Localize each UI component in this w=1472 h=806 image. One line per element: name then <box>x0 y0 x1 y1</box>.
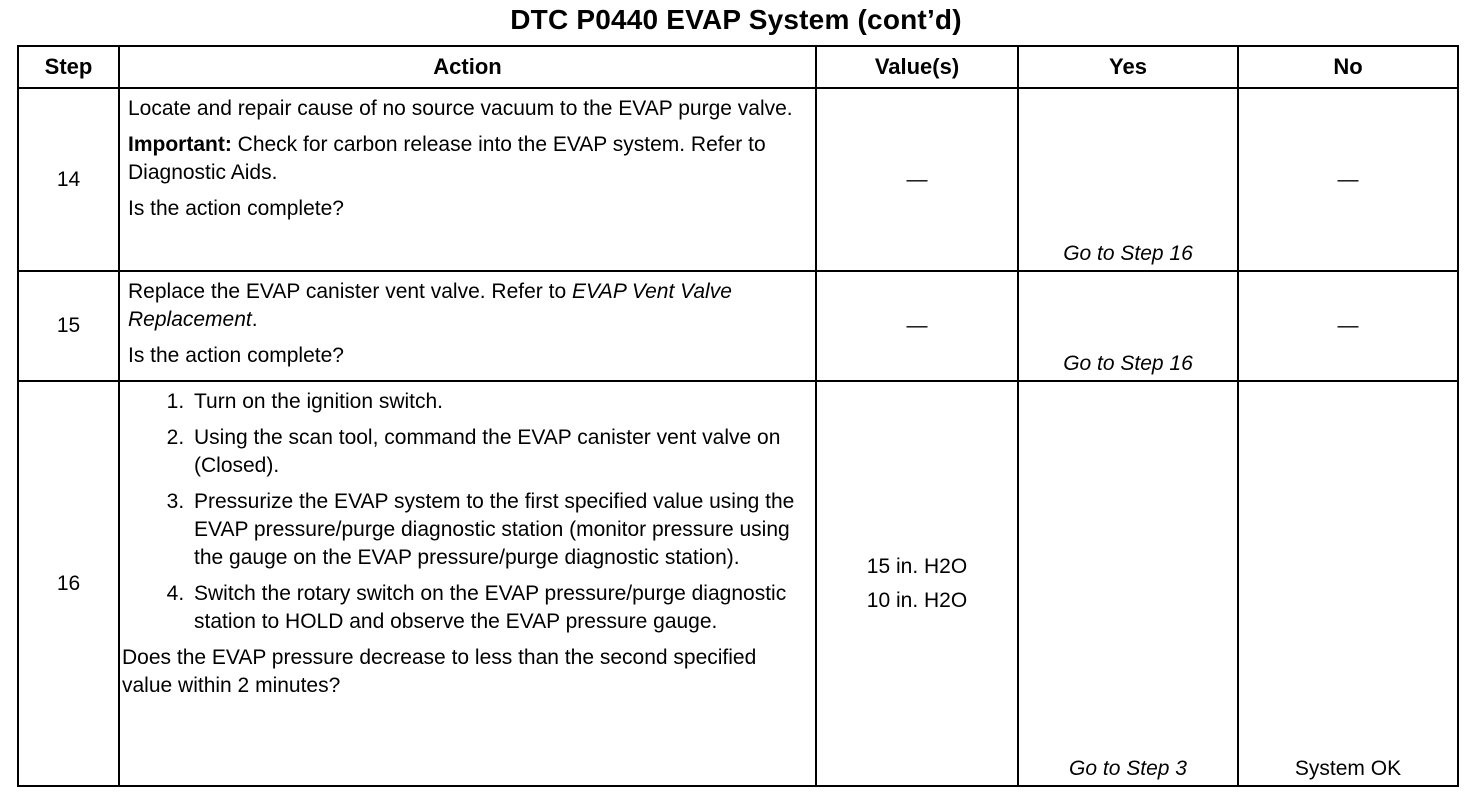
page-title: DTC P0440 EVAP System (cont’d) <box>510 4 962 35</box>
column-header-yes: Yes <box>1017 45 1239 89</box>
action-question: Is the action complete? <box>128 197 344 220</box>
diagnostic-table: Step Action Value(s) Yes No 14 Locate an… <box>17 45 1459 787</box>
table-row: 14 Locate and repair cause of no source … <box>17 87 1459 272</box>
action-cell: Replace the EVAP canister vent valve. Re… <box>118 270 817 382</box>
values-cell: — <box>815 270 1019 382</box>
table-row: 16 Turn on the ignition switch. Using th… <box>17 380 1459 787</box>
action-steps-list: Turn on the ignition switch. Using the s… <box>122 388 809 636</box>
column-header-values: Value(s) <box>815 45 1019 89</box>
important-text: Check for carbon release into the EVAP s… <box>128 133 766 184</box>
value-first: 15 in. H2O <box>866 554 968 578</box>
step-number: 16 <box>17 380 120 787</box>
action-text-pre: Replace the EVAP canister vent valve. Re… <box>128 280 572 303</box>
action-step-item: Switch the rotary switch on the EVAP pre… <box>190 580 809 636</box>
no-cell: — <box>1237 87 1459 272</box>
action-cell: Turn on the ignition switch. Using the s… <box>118 380 817 787</box>
values-cell: — <box>815 87 1019 272</box>
action-step-item: Turn on the ignition switch. <box>190 388 809 416</box>
action-step-item: Using the scan tool, command the EVAP ca… <box>190 424 809 480</box>
action-question: Does the EVAP pressure decrease to less … <box>122 646 757 697</box>
important-note: Important: Check for carbon release into… <box>128 131 809 187</box>
action-step-item: Pressurize the EVAP system to the first … <box>190 488 809 572</box>
yes-cell: Go to Step 16 <box>1017 87 1239 272</box>
yes-cell: Go to Step 3 <box>1017 380 1239 787</box>
table-row: 15 Replace the EVAP canister vent valve.… <box>17 270 1459 382</box>
action-text-post: . <box>251 308 258 331</box>
action-text: Replace the EVAP canister vent valve. Re… <box>128 278 809 334</box>
step-number: 15 <box>17 270 120 382</box>
column-header-no: No <box>1237 45 1459 89</box>
yes-cell: Go to Step 16 <box>1017 270 1239 382</box>
action-reference: EVAP Vent Valve Replacement <box>128 280 732 331</box>
no-cell: System OK <box>1237 380 1459 787</box>
no-cell: — <box>1237 270 1459 382</box>
values-dash: — <box>906 314 928 337</box>
column-header-action: Action <box>118 45 817 89</box>
table-header-row: Step Action Value(s) Yes No <box>17 45 1459 89</box>
values-dash: — <box>906 167 928 191</box>
important-label: Important: <box>128 133 232 156</box>
value-second: 10 in. H2O <box>866 588 968 612</box>
column-header-step: Step <box>17 45 120 89</box>
action-cell: Locate and repair cause of no source vac… <box>118 87 817 272</box>
action-text: Locate and repair cause of no source vac… <box>128 97 793 120</box>
action-question: Is the action complete? <box>128 344 344 367</box>
step-number: 14 <box>17 87 120 272</box>
values-cell: 15 in. H2O 10 in. H2O <box>815 380 1019 787</box>
